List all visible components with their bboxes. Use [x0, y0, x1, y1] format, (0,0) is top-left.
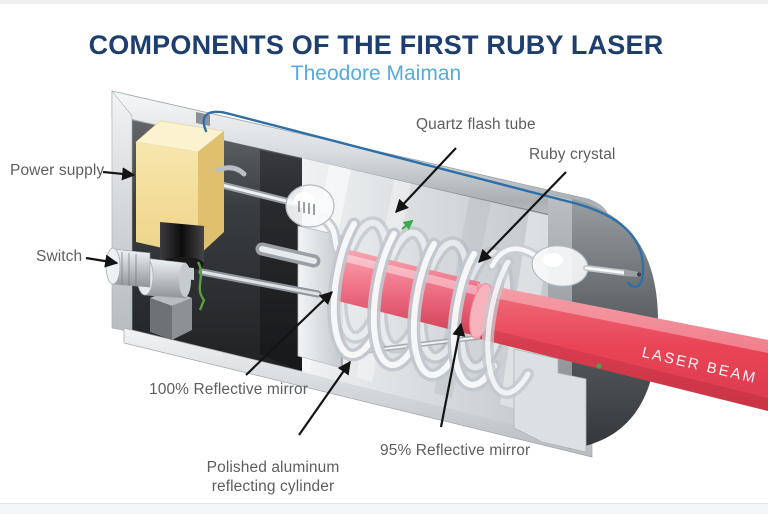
arrow-mirror-95 [439, 322, 466, 428]
filament [298, 201, 315, 215]
mounting-bracket [150, 290, 192, 340]
page-title: COMPONENTS OF THE FIRST RUBY LASER [88, 30, 664, 61]
page-subtitle: Theodore Maiman [290, 62, 462, 86]
blue-wire [202, 110, 645, 288]
arrow-polished-aluminum [298, 360, 351, 436]
arrow-power-supply [102, 167, 136, 181]
case-left-wall [111, 90, 133, 333]
top-border-strip [0, 0, 768, 4]
green-wire [196, 261, 206, 311]
label-polished-aluminum: Polished aluminum reflecting cylinder [206, 459, 340, 495]
label-switch: Switch [36, 248, 83, 265]
electrode-rods [198, 180, 322, 298]
quartz-coil-front [327, 217, 534, 399]
arrow-quartz-flash-tube [395, 147, 457, 213]
label-quartz-flash-tube: Quartz flash tube [416, 116, 536, 133]
arrow-mirror-100 [245, 291, 333, 376]
label-ruby-crystal: Ruby crystal [529, 146, 616, 163]
label-power-supply: Power supply [10, 162, 105, 179]
arrow-switch [85, 254, 119, 268]
label-mirror-100: 100% Reflective mirror [149, 381, 308, 398]
label-mirror-95: 95% Reflective mirror [380, 442, 531, 459]
flash-tube-right-electrode [487, 243, 641, 287]
switch-knob [105, 247, 191, 299]
bottom-border-strip [0, 503, 768, 514]
arrow-ruby-crystal [478, 171, 567, 263]
